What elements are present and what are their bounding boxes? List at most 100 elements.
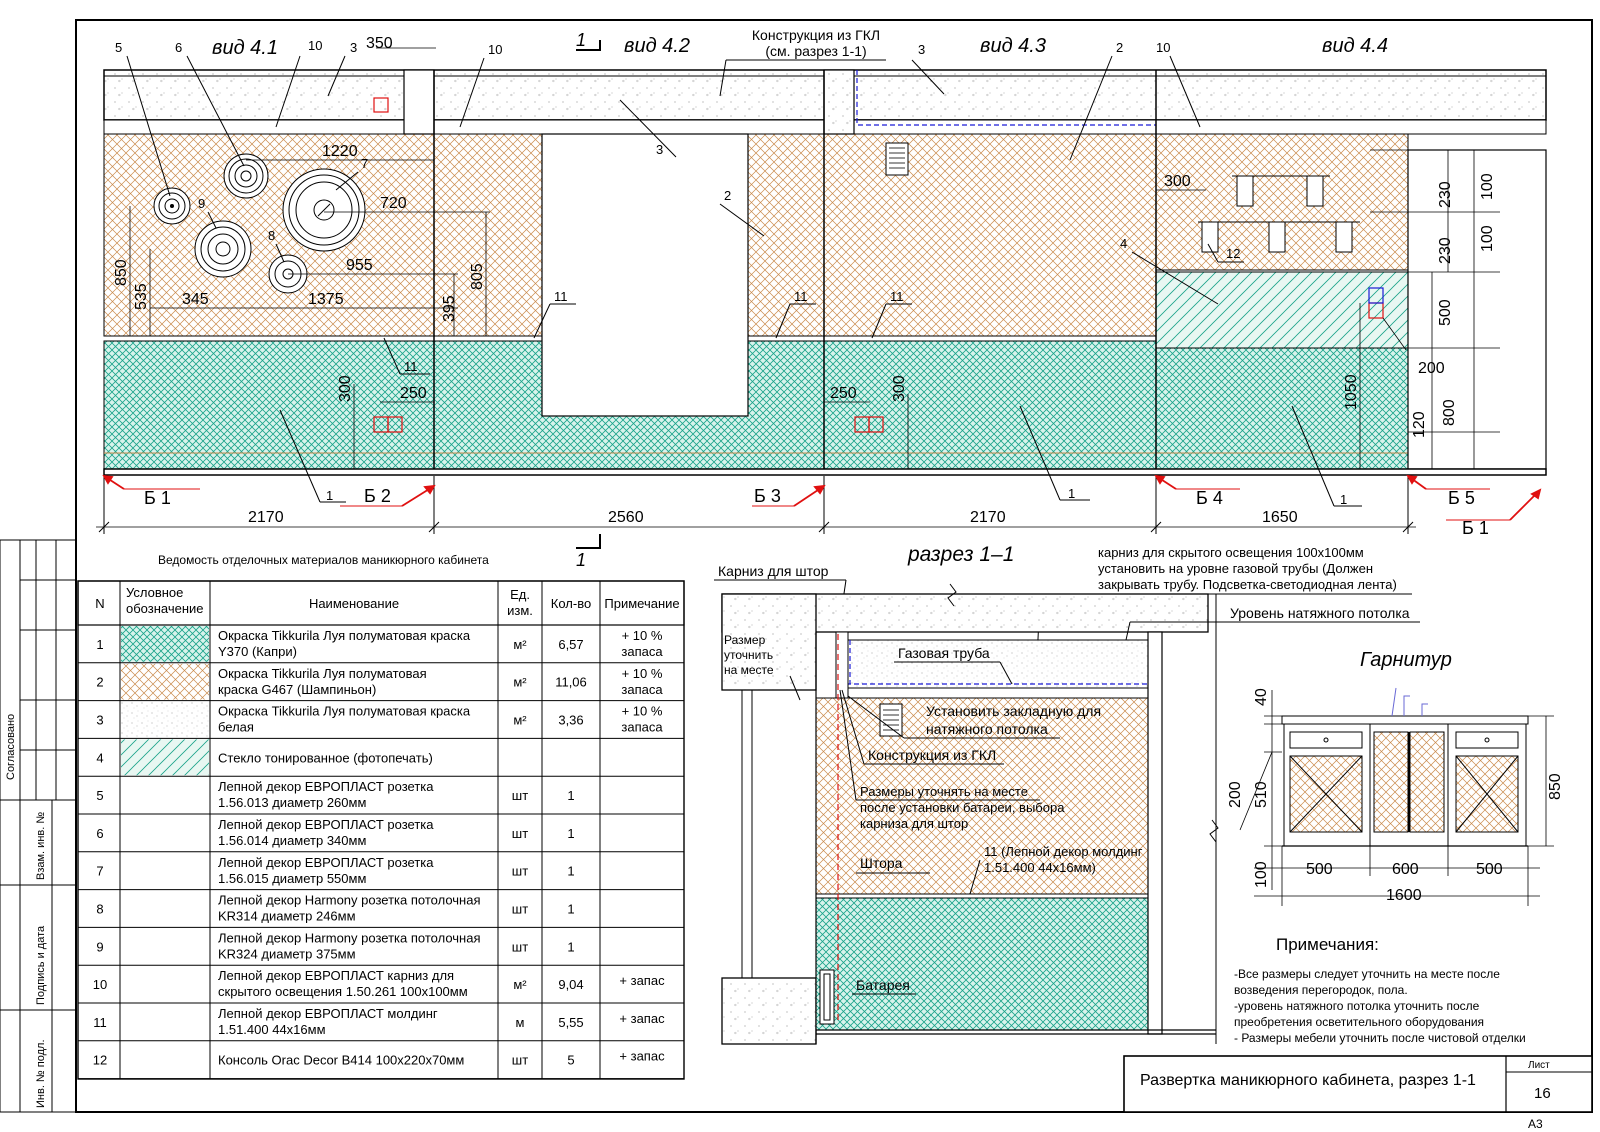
- row-unit: шт: [512, 864, 528, 879]
- dim-230-b: 230: [1437, 237, 1454, 264]
- callout-10-b: 10: [488, 42, 502, 57]
- dim-850: 850: [113, 259, 130, 286]
- dim-955: 955: [346, 257, 373, 274]
- material-swatch: [121, 701, 209, 738]
- row-note: + запас: [619, 1049, 665, 1064]
- sheet-label: Лист: [1528, 1060, 1550, 1071]
- dim-1050: 1050: [1343, 374, 1360, 410]
- callout-11-b: 11: [794, 289, 808, 304]
- section-1-1: разрез 1–1 карниз для скрытого освещения…: [714, 543, 1420, 1045]
- dim-100-a: 100: [1479, 173, 1496, 200]
- row-name-line-1: Лепной декор Harmony розетка потолочная: [218, 893, 480, 908]
- embed-label-1: Установить закладную для: [926, 703, 1101, 719]
- callout-10-a: 10: [308, 38, 322, 53]
- row-note-line-2: запаса: [621, 644, 663, 659]
- row-name-line-2: KR324 диаметр 375мм: [218, 946, 356, 961]
- cornice-note-2: установить на уровне газовой трубы (Долж…: [1098, 561, 1373, 576]
- callout-1-a: 1: [326, 488, 333, 503]
- dim-350: 350: [366, 35, 393, 52]
- callout-11-c: 11: [890, 289, 904, 304]
- dim-120: 120: [1411, 411, 1428, 438]
- row-note: + запас: [619, 1011, 665, 1026]
- th-n: N: [95, 596, 104, 611]
- callout-1-c: 1: [1340, 492, 1347, 507]
- dim-200: 200: [1418, 360, 1445, 377]
- dim-345: 345: [182, 291, 209, 308]
- sizes-note-3: карниза для штор: [860, 816, 968, 831]
- row-unit: шт: [512, 826, 528, 841]
- row-note-line-2: запаса: [621, 720, 663, 735]
- row-name-line-2: 1.51.400 44х16мм: [218, 1022, 326, 1037]
- row-name-line-2: скрытого освещения 1.50.261 100х100мм: [218, 984, 468, 999]
- cornice-note-3: закрывать трубу. Подсветка-светодиодная …: [1098, 577, 1397, 592]
- row-qty: 3,36: [558, 713, 583, 728]
- callout-3-a: 3: [350, 40, 357, 55]
- sizes-note-1: Размеры уточнять на месте: [860, 784, 1028, 799]
- embed-label-2: натяжного потолка: [926, 721, 1048, 737]
- note-line-5: - Размеры мебели уточнить после чистовой…: [1234, 1031, 1526, 1045]
- row-unit: м²: [513, 637, 527, 652]
- furn-dim-510: 510: [1253, 781, 1270, 808]
- th-symbol-1: Условное: [126, 585, 183, 600]
- row-number: 2: [96, 675, 103, 690]
- dim-300-b: 300: [891, 375, 908, 402]
- row-unit: м²: [513, 713, 527, 728]
- row-unit: м: [516, 1015, 525, 1030]
- dim-395: 395: [441, 295, 458, 322]
- furn-dim-1600: 1600: [1386, 887, 1422, 904]
- inv-vzam-label: Взам. инв. №: [35, 812, 47, 880]
- row-number: 8: [96, 902, 103, 917]
- callout-4: 4: [1120, 236, 1127, 251]
- row-qty: 6,57: [558, 637, 583, 652]
- callout-8: 8: [268, 228, 275, 243]
- row-note-line-1: + 10 %: [622, 704, 663, 719]
- sockets: [373, 97, 1384, 433]
- curtain-rod-label: Карниз для штор: [718, 563, 829, 579]
- gkl-label-1: Конструкция из ГКЛ: [752, 27, 880, 43]
- row-qty: 5,55: [558, 1015, 583, 1030]
- cornice-note-1: карниз для скрытого освещения 100х100мм: [1098, 545, 1364, 560]
- row-unit: шт: [512, 902, 528, 917]
- row-name: Консоль Orac Decor B414 100x220x70мм: [218, 1053, 464, 1068]
- row-number: 7: [96, 864, 103, 879]
- row-note-line-1: + 10 %: [622, 628, 663, 643]
- row-name-line-1: Лепной декор ЕВРОПЛАСТ розетка: [218, 817, 434, 832]
- callout-5: 5: [115, 40, 122, 55]
- paper-format: А3: [1528, 1117, 1543, 1131]
- row-name-line-1: Лепной декор ЕВРОПЛАСТ розетка: [218, 855, 434, 870]
- row-name-line-1: Лепной декор ЕВРОПЛАСТ карниз для: [218, 968, 454, 983]
- b-mark-4: Б 4: [1196, 488, 1223, 508]
- callout-12: 12: [1226, 246, 1240, 261]
- row-qty: 1: [567, 826, 574, 841]
- row-note: + запас: [619, 973, 665, 988]
- furniture-set: Гарнитур: [1227, 649, 1564, 906]
- row-qty: 1: [567, 939, 574, 954]
- callout-1-b: 1: [1068, 486, 1075, 501]
- dim-230-a: 230: [1437, 181, 1454, 208]
- b-mark-5: Б 5: [1448, 488, 1475, 508]
- molding-label-1: 11 (Лепной декор молдинг: [984, 844, 1143, 859]
- th-unit-1: Ед.: [510, 587, 530, 602]
- rosette-9: [194, 220, 252, 278]
- view-4-4: вид 4.4: [1322, 35, 1388, 57]
- th-name: Наименование: [309, 596, 399, 611]
- molding-label-2: 1.51.400 44х16мм): [984, 860, 1096, 875]
- furn-dim-600: 600: [1392, 861, 1419, 878]
- dim-bottom-1: 2170: [248, 509, 284, 526]
- elevation: [103, 69, 1547, 476]
- row-name-line-2: 1.56.015 диаметр 550мм: [218, 871, 366, 886]
- row-qty: 1: [567, 788, 574, 803]
- row-number: 3: [96, 713, 103, 728]
- sizes-note-2: после установки батареи, выбора: [860, 800, 1065, 815]
- dim-1220: 1220: [322, 143, 358, 160]
- furn-dim-500-a: 500: [1306, 861, 1333, 878]
- side-stamp: Согласовано Взам. инв. № Подпись и дата …: [0, 539, 77, 1113]
- row-unit: шт: [512, 1053, 528, 1068]
- furn-dim-40: 40: [1253, 688, 1270, 706]
- row-unit: шт: [512, 788, 528, 803]
- row-qty: 11,06: [555, 675, 587, 690]
- sign-date-label: Подпись и дата: [35, 925, 47, 1005]
- row-name-line-1: Окраска Tikkurila Луя полуматовая: [218, 666, 427, 681]
- dim-300-a: 300: [337, 375, 354, 402]
- furn-dim-850: 850: [1547, 773, 1564, 800]
